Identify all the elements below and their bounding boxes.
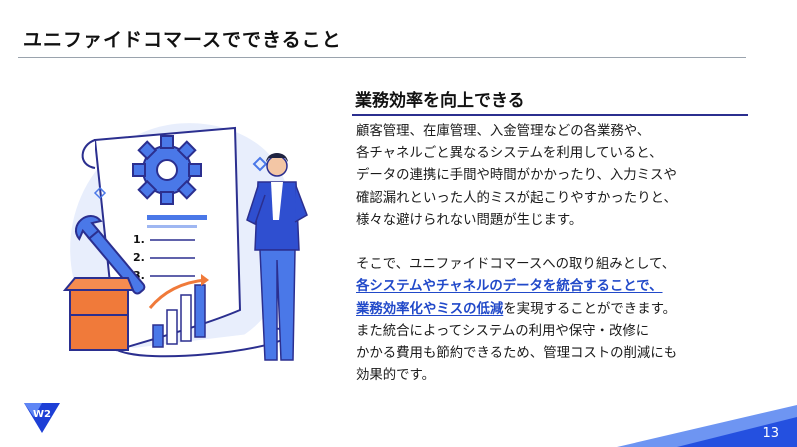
body-line: 各チャネルごと異なるシステムを利用していると、 [356,146,663,162]
page-number: 13 [762,426,779,441]
wrench-icon [75,215,146,295]
header-bar [147,215,207,220]
highlight-text: 各システムやチャネルのデータを統合することで、 [356,279,663,295]
w2-logo: W2 [24,403,60,433]
gear-icon [132,135,202,205]
title-divider [18,57,746,58]
body-line: 様々な避けられない問題が生じます。 [356,212,583,228]
header-bar-2 [147,225,197,228]
body-line: かかる費用も節約できるため、管理コストの削減にも [356,346,678,362]
list-number-3: 3. [133,269,145,282]
body-line: 効果的です。 [356,368,436,384]
body-line-rest: を実現することができます。 [503,301,677,317]
section-heading-underline [352,114,748,116]
body-line: 確認漏れといった人的ミスが起こりやすかったりと、 [356,190,677,206]
sparkle-diamond [252,156,268,172]
body-line: そこで、ユニファイドコマースへの取り組みとして、 [356,257,676,273]
body-line: 各システムやチャネルのデータを統合することで、 [356,276,756,298]
corner-decoration [617,405,797,447]
body-line: 業務効率化やミスの低減を実現することができます。 [356,299,756,321]
bar-chart-icon [148,274,209,348]
person-icon [246,153,308,361]
paragraph-gap [356,232,756,254]
list-number-1: 1. [133,233,145,246]
business-efficiency-illustration: 1. 2. 3. [62,123,308,361]
body-line: データの連携に手間や時間がかかったり、入力ミスや [356,168,677,184]
sparkle-diamond-2 [93,186,107,200]
box-icon [62,277,135,351]
body-line: 顧客管理、在庫管理、入金管理などの各業務や、 [356,124,651,139]
body-line: また統合によってシステムの利用や保守・改修に [356,323,650,339]
list-number-2: 2. [133,251,145,264]
logo-text: W2 [33,409,51,420]
slide-title: ユニファイドコマースでできること [23,29,342,51]
section-heading: 業務効率を向上できる [355,91,525,111]
highlight-text: 業務効率化やミスの低減 [356,301,504,317]
scroll-curl-top [81,139,96,169]
body-text: 顧客管理、在庫管理、入金管理などの各業務や、 各チャネルごと異なるシステムを利用… [356,121,756,387]
